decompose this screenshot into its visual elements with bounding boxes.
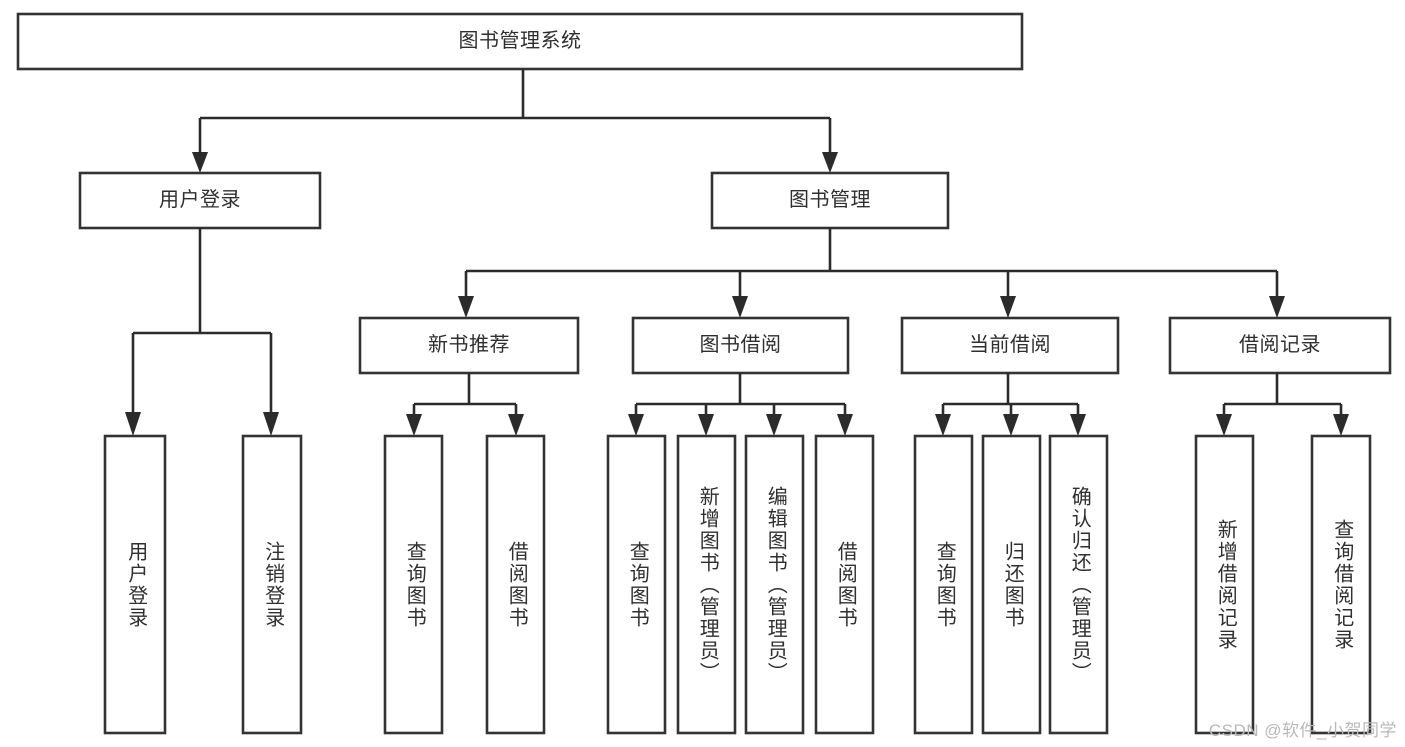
- node-box-leaf-query-book-rec[interactable]: [383, 434, 444, 735]
- node-box-leaf-add-borrow-record[interactable]: [1194, 434, 1255, 735]
- arrowhead-leaf-add-borrow-record: [1216, 414, 1232, 436]
- node-box-leaf-query-book-cur[interactable]: [913, 434, 974, 735]
- arrowhead-leaf-borrow-book-brw: [837, 414, 853, 436]
- arrowhead-leaf-query-book-brw: [628, 414, 644, 436]
- node-box-leaf-add-book[interactable]: [676, 434, 737, 735]
- arrowhead-leaf-query-borrow-record: [1333, 414, 1349, 436]
- node-box-current-borrow[interactable]: [900, 316, 1120, 375]
- node-box-leaf-logout-login[interactable]: [241, 434, 303, 735]
- arrowhead-borrow-record: [1269, 296, 1285, 318]
- arrowhead-new-book-recommend: [458, 296, 474, 318]
- node-box-leaf-query-book-brw[interactable]: [606, 434, 667, 735]
- node-box-borrow-record[interactable]: [1168, 316, 1392, 375]
- arrowhead-leaf-query-book-rec: [406, 414, 422, 436]
- node-box-user-login[interactable]: [78, 171, 322, 230]
- node-box-leaf-borrow-book-rec[interactable]: [485, 434, 546, 735]
- node-box-book-borrow[interactable]: [631, 316, 850, 375]
- arrowhead-leaf-confirm-return: [1070, 414, 1086, 436]
- node-box-leaf-query-borrow-record[interactable]: [1310, 434, 1372, 735]
- node-box-book-manage[interactable]: [710, 171, 950, 230]
- node-box-leaf-return-book[interactable]: [981, 434, 1042, 735]
- node-box-new-book-recommend[interactable]: [358, 316, 580, 375]
- node-box-leaf-confirm-return[interactable]: [1048, 434, 1109, 735]
- arrowhead-current-borrow: [1000, 296, 1016, 318]
- arrowhead-book-borrow: [732, 296, 748, 318]
- arrowhead-leaf-edit-book: [766, 414, 782, 436]
- node-box-leaf-edit-book[interactable]: [744, 434, 805, 735]
- arrowhead-leaf-user-login: [125, 412, 141, 436]
- arrowhead-user-login: [192, 152, 208, 173]
- arrowhead-leaf-borrow-book-rec: [508, 414, 524, 436]
- arrowhead-leaf-query-book-cur: [935, 414, 951, 436]
- arrowhead-book-manage: [822, 152, 838, 173]
- watermark-text: CSDN @软件_小贺同学: [1208, 721, 1397, 740]
- node-box-root[interactable]: [16, 12, 1024, 71]
- arrowhead-leaf-logout-login: [263, 412, 279, 436]
- arrowhead-leaf-add-book: [698, 414, 714, 436]
- arrowhead-leaf-return-book: [1003, 414, 1019, 436]
- node-box-leaf-borrow-book-brw[interactable]: [814, 434, 875, 735]
- node-box-leaf-user-login[interactable]: [103, 434, 167, 735]
